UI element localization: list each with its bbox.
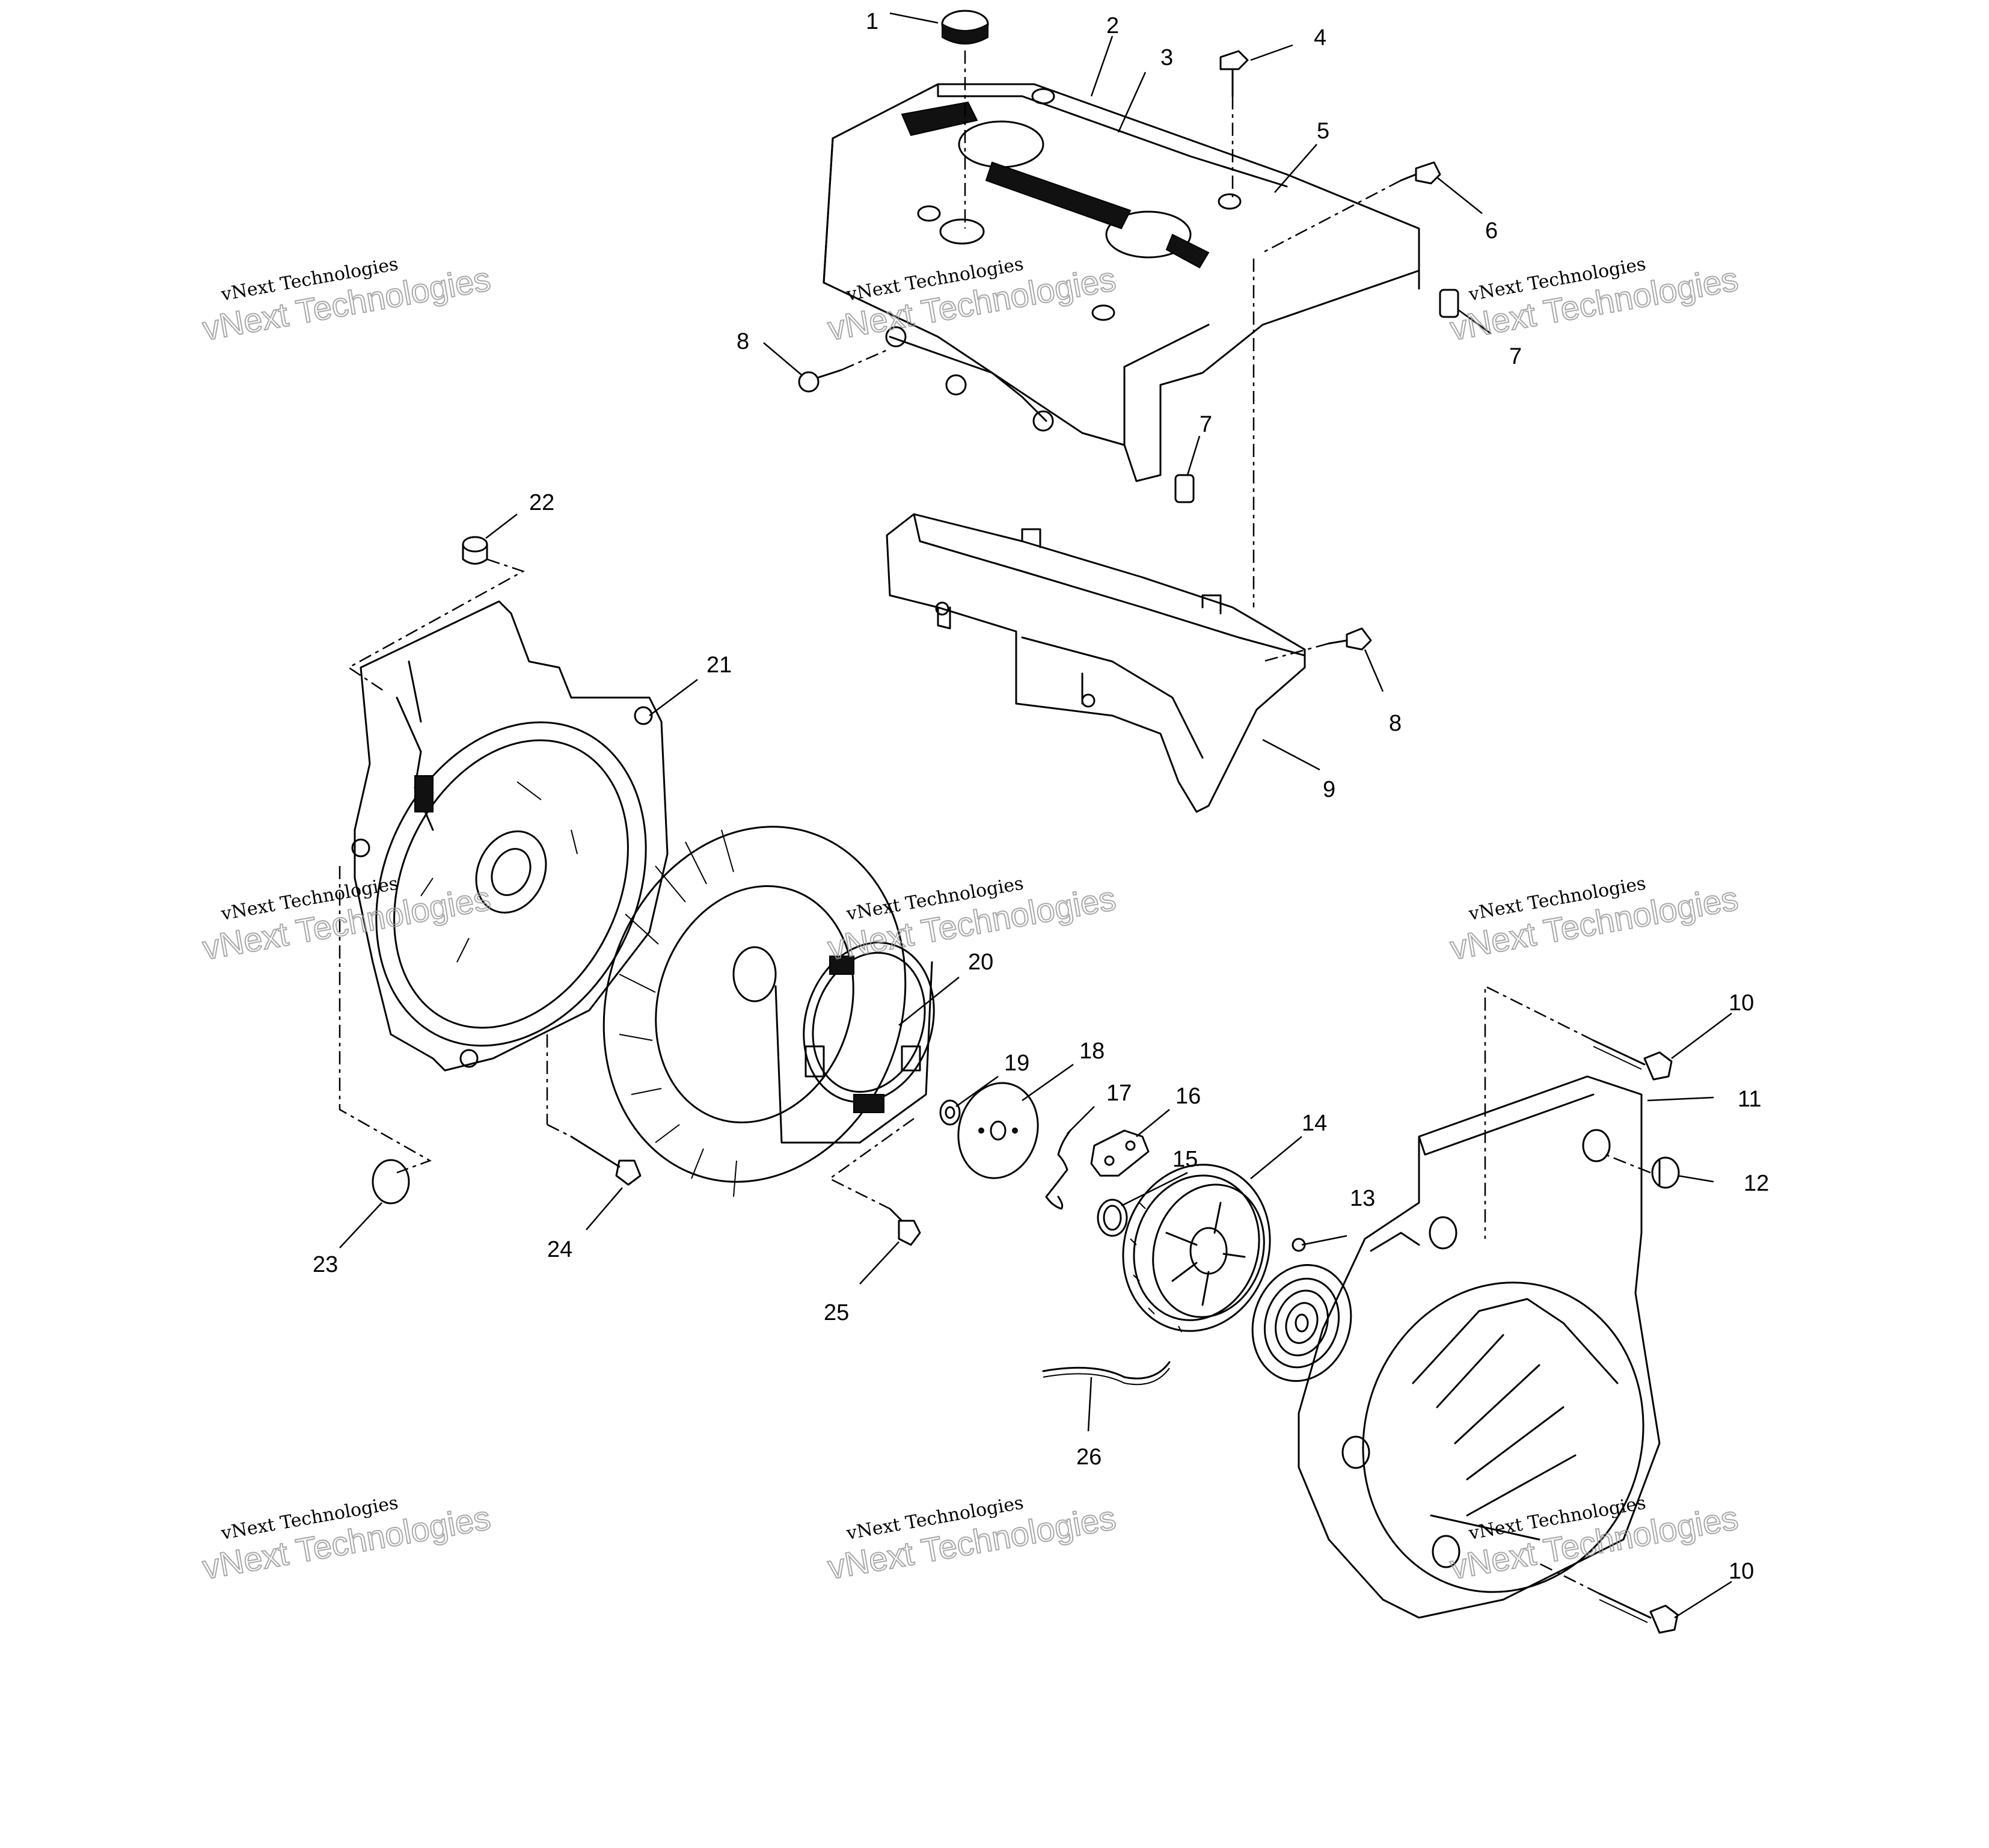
callout-20: 20 <box>968 950 993 975</box>
callout-12: 12 <box>1744 1171 1769 1196</box>
fan-housing <box>351 600 669 1072</box>
watermark: vNext Technologies vNext Technologies <box>824 1493 1119 1587</box>
bolt-8-upper <box>798 348 890 393</box>
callout-10-upper: 10 <box>1729 990 1754 1016</box>
callout-7-right: 7 <box>1509 344 1522 369</box>
callout-13: 13 <box>1350 1186 1375 1211</box>
watermark: vNext Technologies vNext Technologies <box>199 254 494 348</box>
callout-26: 26 <box>1076 1444 1102 1470</box>
bolt-6 <box>1262 161 1441 254</box>
callout-15: 15 <box>1172 1147 1198 1172</box>
pawl-16 <box>1090 1129 1150 1177</box>
watermarks: vNext Technologies vNext Technologies vN… <box>199 254 1741 1587</box>
fuel-cap <box>941 10 989 229</box>
callout-16: 16 <box>1175 1084 1201 1109</box>
engine-cover <box>823 83 1420 482</box>
nut-19 <box>939 1099 961 1126</box>
callout-14: 14 <box>1302 1111 1327 1136</box>
callout-18: 18 <box>1079 1039 1105 1064</box>
recoil-housing-11 <box>1298 1075 1661 1619</box>
air-duct <box>886 513 1306 813</box>
plate-18 <box>957 1082 1039 1179</box>
watermark: vNext Technologies vNext Technologies <box>1447 254 1741 348</box>
leader-lines <box>339 12 1732 1619</box>
clip-7-lower <box>1174 474 1195 503</box>
ring-15 <box>1097 1199 1128 1237</box>
callout-25: 25 <box>824 1300 849 1325</box>
callout-10-lower: 10 <box>1729 1559 1754 1584</box>
callout-8-upper: 8 <box>737 329 749 354</box>
clip-7-right <box>1439 289 1459 318</box>
callout-21: 21 <box>706 652 732 678</box>
rope-pulley-14 <box>1122 1164 1271 1333</box>
callout-7-lower: 7 <box>1200 412 1212 437</box>
watermark: vNext Technologies vNext Technologies <box>1447 873 1741 968</box>
spring-17 <box>1045 1129 1071 1210</box>
callout-11: 11 <box>1738 1087 1761 1112</box>
callout-6: 6 <box>1485 218 1498 244</box>
bolt-4 <box>1219 50 1249 198</box>
callout-23: 23 <box>313 1252 338 1277</box>
callout-3: 3 <box>1160 45 1173 70</box>
callout-19: 19 <box>1004 1051 1029 1076</box>
bolt-25 <box>889 1208 921 1246</box>
callout-4: 4 <box>1314 25 1326 51</box>
callout-9: 9 <box>1323 777 1335 802</box>
callout-labels: 1 2 3 4 5 6 7 7 8 8 9 10 10 11 12 13 14 … <box>313 9 1769 1584</box>
watermark: vNext Technologies vNext Technologies <box>824 254 1119 348</box>
bolt-10-lower <box>1539 1562 1679 1634</box>
watermark: vNext Technologies vNext Technologies <box>1447 1493 1741 1587</box>
callout-5: 5 <box>1317 118 1329 144</box>
recoil-spring-13 <box>1251 1238 1352 1382</box>
rope-26 <box>1042 1361 1171 1386</box>
bolt-24 <box>547 1123 642 1186</box>
flywheel-fan <box>602 826 935 1197</box>
callout-17: 17 <box>1106 1081 1132 1106</box>
bolt-10-upper <box>1484 984 1673 1239</box>
plug-12 <box>1605 1153 1680 1189</box>
callout-24: 24 <box>547 1237 572 1262</box>
watermark: vNext Technologies vNext Technologies <box>199 873 494 968</box>
watermark: vNext Technologies vNext Technologies <box>199 1493 494 1587</box>
callout-22: 22 <box>529 490 554 515</box>
callout-1: 1 <box>866 9 878 34</box>
bolt-8-lower <box>1262 627 1372 663</box>
callout-8-lower: 8 <box>1389 711 1402 736</box>
bushing-22 <box>347 536 526 693</box>
callout-2: 2 <box>1106 13 1119 38</box>
ring-23 <box>372 1159 410 1205</box>
